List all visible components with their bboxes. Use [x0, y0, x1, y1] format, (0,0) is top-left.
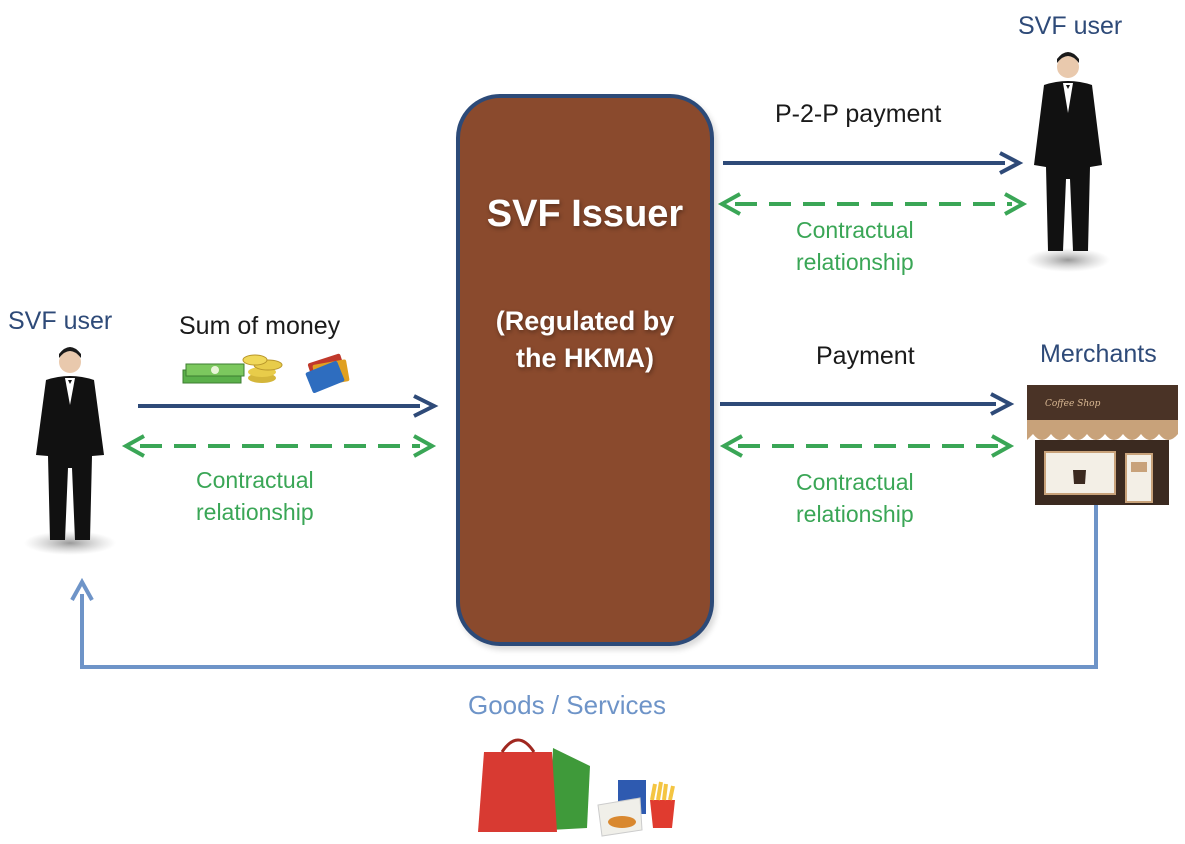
credit-cards-icon	[305, 353, 350, 393]
p2p-payment-arrow	[723, 151, 1024, 175]
coffee-shop-icon: Coffee Shop	[1027, 385, 1178, 505]
merchants-label: Merchants	[1040, 340, 1157, 368]
p2p-payment-label: P-2-P payment	[775, 100, 942, 128]
contractual-relationship-label-merchants: Contractual relationship	[796, 469, 914, 527]
contractual-arrow-merchants	[719, 434, 1015, 458]
man-in-suit-icon	[1026, 52, 1110, 272]
contractual-arrow-top-right	[717, 192, 1028, 216]
left-svf-user-label: SVF user	[8, 307, 113, 335]
contractual-relationship-label-top-right: Contractual relationship	[796, 217, 914, 275]
payment-label: Payment	[816, 342, 915, 370]
sum-of-money-arrow	[138, 394, 439, 418]
svf-issuer-subtitle: (Regulated by the HKMA)	[495, 306, 675, 373]
goods-services-label: Goods / Services	[468, 690, 666, 720]
svf-issuer-title: SVF Issuer	[486, 193, 684, 235]
shopping-bags-icon	[478, 738, 590, 832]
goods-services-arrow	[70, 505, 1098, 669]
payment-arrow	[720, 392, 1015, 416]
top-right-svf-user-label: SVF user	[1018, 12, 1123, 40]
svf-issuer-box	[456, 94, 714, 646]
fast-food-icon	[597, 780, 675, 837]
cash-and-coins-icon	[182, 354, 283, 384]
contractual-arrow-left	[121, 434, 437, 458]
shop-sign: Coffee Shop	[1045, 399, 1101, 409]
contractual-relationship-label-left: Contractual relationship	[196, 467, 314, 525]
man-in-suit-icon	[24, 347, 116, 555]
sum-of-money-label: Sum of money	[179, 312, 341, 340]
